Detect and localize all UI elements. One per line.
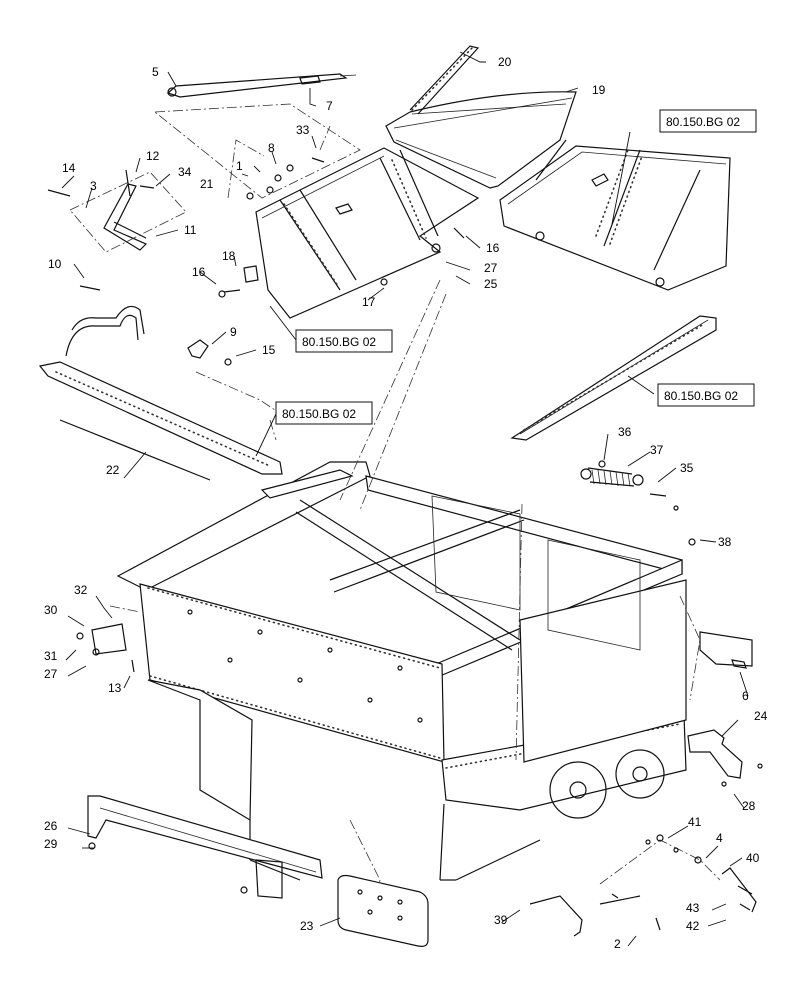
- callout-26: 26: [44, 819, 58, 833]
- rod-part-5: [166, 73, 357, 98]
- bracket-part-6: [699, 631, 753, 669]
- deflector-plate-part-19: [385, 45, 577, 189]
- leader-lines: [61, 51, 749, 947]
- callout-6: 6: [742, 689, 749, 703]
- callout-35: 35: [680, 461, 694, 475]
- ref-box-center: 80.150.BG 02: [295, 329, 393, 353]
- construction-lines: [109, 125, 721, 931]
- callout-14: 14: [62, 161, 76, 175]
- callout-37: 37: [650, 443, 664, 457]
- callout-33: 33: [296, 123, 310, 137]
- callout-4: 4: [716, 831, 723, 845]
- callout-labels: 1 2 3 4 5 6 7 8 9 10 11 12 13 14 15 16 1…: [44, 55, 768, 951]
- ref-label-right: 80.150.BG 02: [664, 389, 738, 403]
- handle-part-40: [721, 867, 757, 913]
- callout-17: 17: [362, 295, 376, 309]
- callout-41: 41: [688, 815, 702, 829]
- callout-31: 31: [44, 649, 58, 663]
- callout-10: 10: [48, 257, 62, 271]
- callout-8: 8: [268, 141, 275, 155]
- callout-21: 21: [200, 177, 214, 191]
- cover-panel-top-center: [255, 147, 480, 319]
- callout-11: 11: [184, 223, 197, 237]
- callout-25: 25: [484, 277, 498, 291]
- callout-20: 20: [498, 55, 512, 69]
- callout-19: 19: [592, 83, 606, 97]
- bracket-part-24: [687, 729, 743, 779]
- hardware-items: [47, 157, 763, 931]
- main-frame: [116, 461, 687, 881]
- callout-34: 34: [178, 165, 192, 179]
- callout-5: 5: [152, 65, 159, 79]
- callout-2: 2: [614, 937, 621, 951]
- ref-box-right: 80.150.BG 02: [657, 383, 755, 407]
- callout-1: 1: [236, 159, 243, 173]
- callout-9: 9: [230, 325, 237, 339]
- bracket-part-30: [76, 623, 127, 656]
- callout-30: 30: [44, 603, 58, 617]
- reference-boxes: 80.150.BG 02 80.150.BG 02 80.150.BG 02 8…: [275, 109, 757, 425]
- callout-42: 42: [686, 919, 700, 933]
- handle-part-39: [529, 895, 641, 937]
- ref-label-top-right: 80.150.BG 02: [666, 115, 740, 129]
- callout-38: 38: [718, 535, 732, 549]
- ref-label-center: 80.150.BG 02: [302, 335, 376, 349]
- callout-28: 28: [742, 799, 756, 813]
- spring-part-37: [580, 467, 644, 487]
- callout-39: 39: [494, 913, 508, 927]
- callout-40: 40: [746, 851, 760, 865]
- callout-27-left: 27: [44, 667, 58, 681]
- channel-strip-right: [510, 315, 717, 441]
- callout-29: 29: [44, 837, 58, 851]
- hood-panel-right: [499, 139, 731, 291]
- ref-box-left: 80.150.BG 02: [275, 401, 373, 425]
- callout-12: 12: [146, 149, 160, 163]
- callout-43: 43: [686, 901, 700, 915]
- bolt-holes: [187, 609, 423, 723]
- ref-label-left: 80.150.BG 02: [282, 407, 356, 421]
- callout-18: 18: [222, 249, 236, 263]
- callout-7: 7: [326, 99, 333, 113]
- bracket-part-11: [103, 183, 148, 251]
- rail-assembly-left: [38, 305, 283, 481]
- callout-27-top: 27: [484, 261, 498, 275]
- callout-3: 3: [90, 179, 97, 193]
- callout-16-right: 16: [486, 241, 500, 255]
- callout-16-left: 16: [192, 265, 206, 279]
- plate-part-23: [337, 874, 429, 947]
- callout-22: 22: [106, 463, 120, 477]
- ref-box-top-right: 80.150.BG 02: [659, 109, 757, 133]
- angle-part-26: [87, 795, 323, 899]
- callout-36: 36: [618, 425, 632, 439]
- callout-13: 13: [108, 681, 122, 695]
- callout-23: 23: [300, 919, 314, 933]
- callout-32: 32: [74, 583, 88, 597]
- callout-24: 24: [754, 709, 768, 723]
- callout-15: 15: [262, 343, 276, 357]
